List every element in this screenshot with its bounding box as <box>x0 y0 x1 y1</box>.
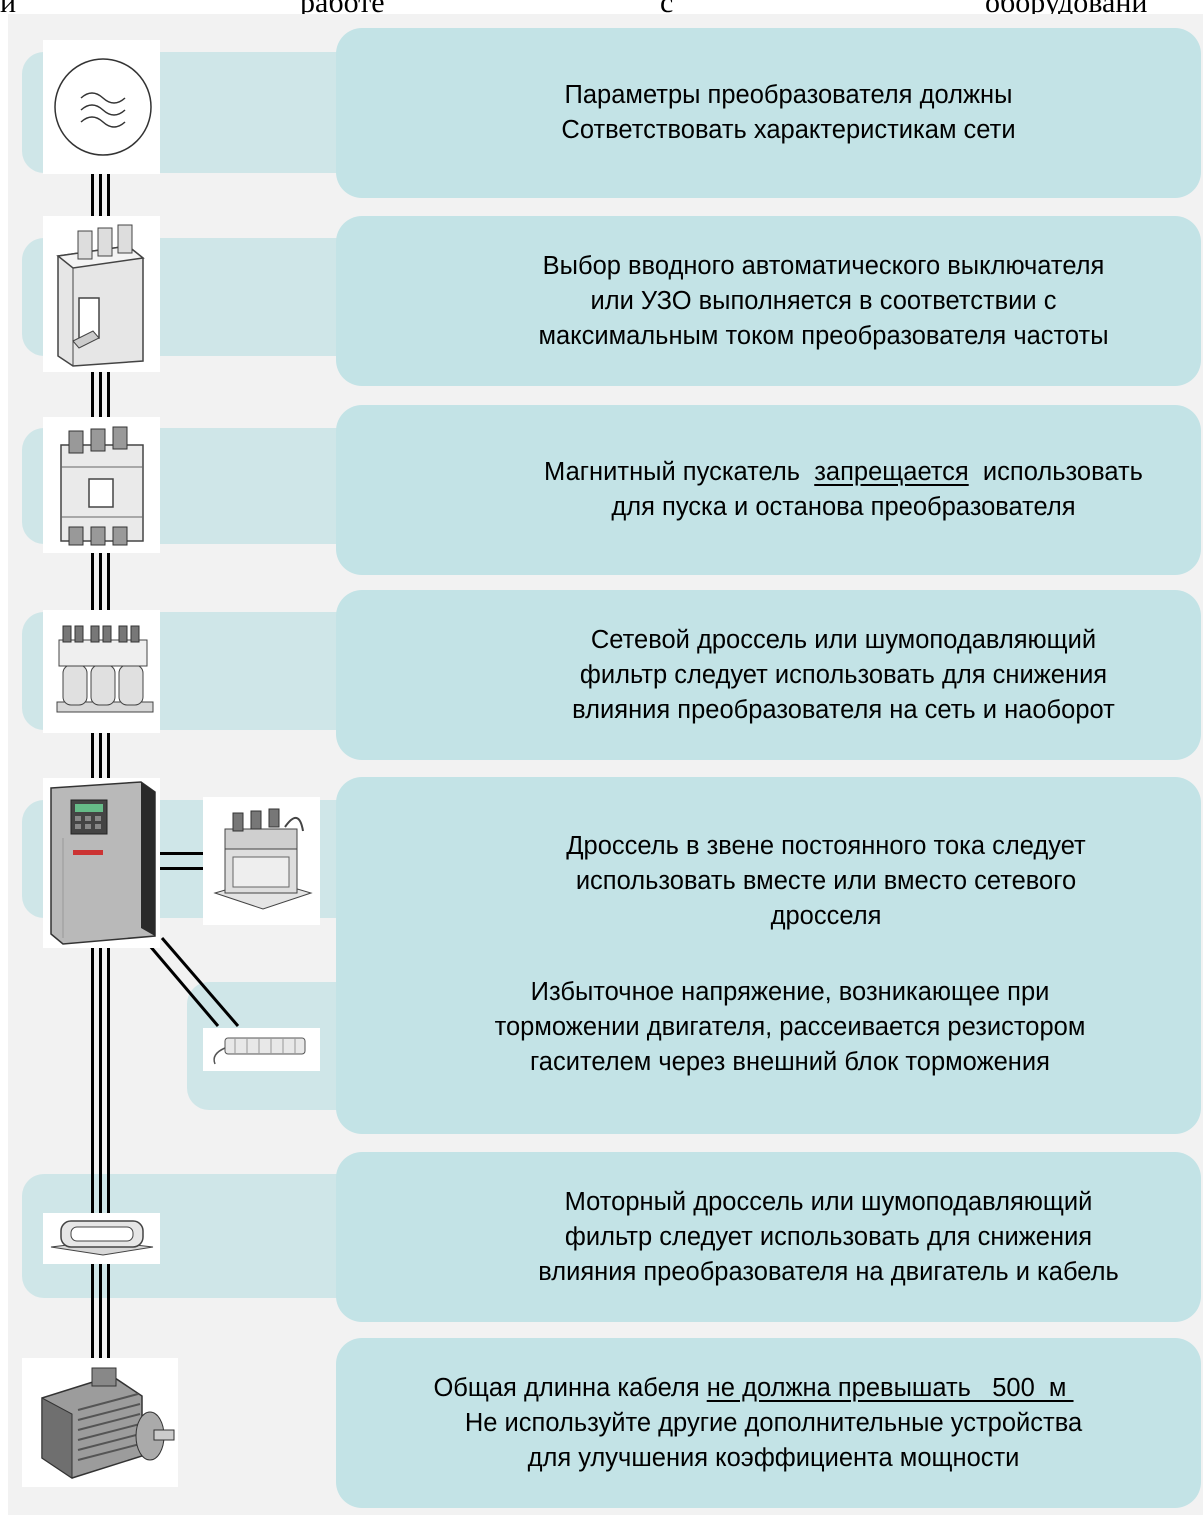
frequency-inverter-icon <box>43 778 160 948</box>
network-note: Параметры преобразователя должны Сответс… <box>561 78 1015 148</box>
line-choke-note: Сетевой дроссель или шумоподавляющий фил… <box>572 623 1115 728</box>
breaker-note-line: Выбор вводного автоматического выключате… <box>542 251 1105 280</box>
contactor-note-line: для пуска и останова преобразователя <box>611 493 1076 521</box>
brake-note-line: Избыточное напряжение, возникающее при <box>530 978 1050 1006</box>
line-choke-note-box: Сетевой дроссель или шумоподавляющий фил… <box>336 590 1201 760</box>
line-choke-note-line: фильтр следует использовать для снижения <box>579 660 1108 689</box>
contactor-note-text: Магнитный пускатель <box>544 458 801 486</box>
motor-choke-note-line: Моторный дроссель или шумоподавляющий <box>564 1187 1093 1216</box>
contactor-note-box: Магнитный пускатель запрещается использо… <box>336 405 1201 575</box>
line-choke-note-line: влияния преобразователя на сеть и наобор… <box>572 695 1115 724</box>
contactor-note-line: Магнитный пускатель запрещается использо… <box>544 455 1143 490</box>
network-note-line: Параметры преобразователя должны <box>564 81 1013 109</box>
contactor-note: Магнитный пускатель запрещается использо… <box>544 455 1143 525</box>
motor-note-line: Общая длинна кабеля не должна превышать … <box>425 1371 1082 1406</box>
motor-choke-icon <box>43 1213 160 1264</box>
ac-sine-wave-icon <box>43 40 160 174</box>
brake-note: Избыточное напряжение, возникающее при т… <box>440 975 1140 1080</box>
network-note-line: Сответствовать характеристикам сети <box>561 116 1016 144</box>
dc-link-wire-2 <box>160 867 206 870</box>
dc-choke-note-line: дросселя <box>770 902 882 930</box>
brake-note-line: торможении двигателя, рассеивается резис… <box>494 1013 1086 1041</box>
dc-link-wire-1 <box>160 852 206 855</box>
contactor-note-forbidden: запрещается <box>814 458 969 486</box>
motor-choke-note-line: влияния преобразователя на двигатель и к… <box>538 1257 1119 1286</box>
mains-wire-1 <box>91 172 94 1372</box>
contactor-note-text: использовать <box>982 458 1143 486</box>
breaker-note-box: Выбор вводного автоматического выключате… <box>336 216 1201 386</box>
brake-resistor-icon <box>203 1028 320 1071</box>
inverter-note-box: Дроссель в звене постоянного тока следуе… <box>336 777 1201 1134</box>
motor-note: Общая длинна кабеля не должна превышать … <box>433 1371 1083 1476</box>
motor-note-text: Общая длинна кабеля <box>433 1373 700 1402</box>
brake-note-line: гасителем через внешний блок торможения <box>530 1048 1050 1076</box>
mains-wire-3 <box>107 172 110 1372</box>
motor-note-line: Не используйте другие дополнительные уст… <box>464 1408 1083 1437</box>
dc-choke-note: Дроссель в звене постоянного тока следуе… <box>486 829 1166 934</box>
magnetic-contactor-icon <box>43 417 160 553</box>
motor-choke-note: Моторный дроссель или шумоподавляющий фи… <box>538 1185 1119 1290</box>
dc-choke-icon <box>203 797 320 925</box>
motor-choke-note-box: Моторный дроссель или шумоподавляющий фи… <box>336 1152 1201 1322</box>
motor-note-cable-limit: не должна превышать 500 м <box>706 1373 1074 1402</box>
breaker-note-line: максимальным током преобразователя часто… <box>538 321 1109 350</box>
line-choke-note-line: Сетевой дроссель или шумоподавляющий <box>590 625 1097 654</box>
network-note-box: Параметры преобразователя должны Сответс… <box>336 28 1201 198</box>
electric-motor-icon <box>22 1358 178 1487</box>
dc-choke-note-line: использовать вместе или вместо сетевого <box>575 867 1077 895</box>
breaker-note-line: или УЗО выполняется в соответствии с <box>590 286 1057 315</box>
motor-note-box: Общая длинна кабеля не должна превышать … <box>336 1338 1201 1508</box>
line-choke-icon <box>43 610 160 733</box>
circuit-breaker-icon <box>43 216 160 372</box>
breaker-note: Выбор вводного автоматического выключате… <box>538 249 1108 354</box>
dc-choke-note-line: Дроссель в звене постоянного тока следуе… <box>566 832 1086 860</box>
mains-wire-2 <box>99 172 102 1372</box>
motor-note-line: для улучшения коэффициента мощности <box>527 1443 1020 1472</box>
motor-choke-note-line: фильтр следует использовать для снижения <box>564 1222 1093 1251</box>
